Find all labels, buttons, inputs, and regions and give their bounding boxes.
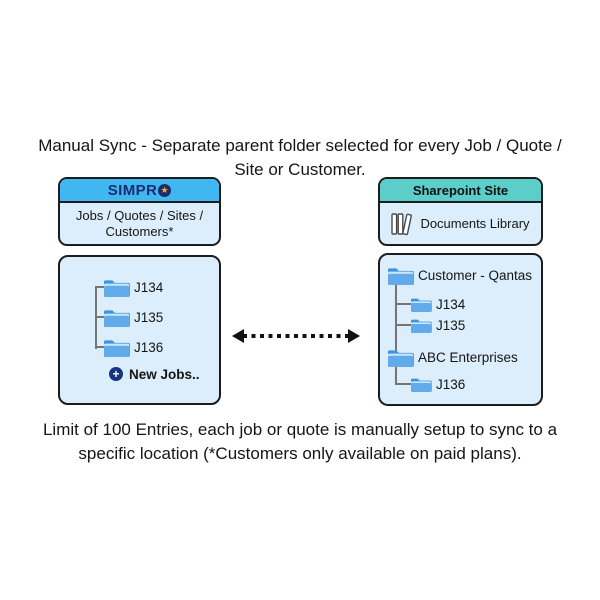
library-books-icon — [391, 212, 413, 235]
folder-label: J136 — [436, 376, 466, 392]
folder-label: Customer - Qantas — [418, 267, 533, 283]
sharepoint-header: Sharepoint Site — [380, 179, 541, 203]
sync-arrow-icon — [231, 327, 361, 350]
new-jobs-item: + New Jobs.. — [109, 364, 200, 384]
simpro-subtitle-line-2: Customers* — [105, 223, 174, 239]
job-folder-row: J136 — [410, 375, 465, 393]
tree-connector-line — [395, 303, 412, 305]
folder-label: J135 — [436, 317, 466, 333]
simpro-jobs-panel: J134 J135 J136 + New Jobs.. — [58, 255, 221, 405]
sharepoint-tree-panel: Customer - Qantas J134 J135 — [378, 253, 543, 406]
tree-connector-line — [95, 346, 107, 348]
tree-connector-line — [395, 324, 412, 326]
folder-icon — [388, 350, 414, 367]
simpro-header: SIMPR ★ — [60, 179, 219, 203]
job-folder-row: J134 — [103, 277, 163, 297]
folder-icon — [104, 340, 130, 357]
tree-connector-line — [95, 287, 97, 349]
sharepoint-header-box: Sharepoint Site Documents Library — [378, 177, 543, 246]
job-folder-row: J135 — [103, 307, 163, 327]
folder-icon — [104, 310, 130, 327]
diagram-title: Manual Sync - Separate parent folder sel… — [0, 134, 600, 182]
tree-connector-line — [395, 383, 412, 385]
title-line-1: Manual Sync - Separate parent folder sel… — [38, 136, 562, 155]
plus-icon: + — [109, 367, 123, 381]
footer-line-1: Limit of 100 Entries, each job or quote … — [42, 420, 558, 439]
folder-icon — [411, 319, 432, 333]
footer-line-2: specific location (*Customers only avail… — [78, 444, 522, 463]
job-folder-row: J135 — [410, 316, 465, 334]
customer-folder-row: ABC Enterprises — [387, 347, 518, 367]
simpro-logo: SIMPR ★ — [108, 182, 172, 199]
new-jobs-label: New Jobs.. — [129, 366, 200, 382]
customer-folder-row: Customer - Qantas — [387, 265, 532, 285]
job-folder-row: J136 — [103, 337, 163, 357]
folder-icon — [411, 378, 432, 392]
folder-icon — [104, 280, 130, 297]
folder-icon — [388, 268, 414, 285]
tree-connector-line — [395, 285, 397, 385]
tree-connector-line — [95, 316, 107, 318]
documents-library-area: Documents Library — [380, 203, 541, 244]
folder-label: J135 — [134, 309, 164, 325]
folder-label: ABC Enterprises — [418, 349, 518, 365]
tree-connector-line — [95, 286, 107, 288]
job-folder-row: J134 — [410, 295, 465, 313]
simpro-header-box: SIMPR ★ Jobs / Quotes / Sites / Customer… — [58, 177, 221, 246]
simpro-star-icon: ★ — [158, 183, 172, 197]
folder-label: J134 — [436, 296, 466, 312]
footer-note: Limit of 100 Entries, each job or quote … — [0, 418, 600, 466]
documents-library-label: Documents Library — [420, 216, 530, 231]
simpro-logo-text: SIMPR — [107, 181, 158, 199]
simpro-subtitle-area: Jobs / Quotes / Sites / Customers* — [60, 203, 219, 244]
sharepoint-header-label: Sharepoint Site — [412, 182, 509, 198]
folder-label: J134 — [134, 279, 164, 295]
folder-label: J136 — [134, 339, 164, 355]
title-line-2: Site or Customer. — [234, 160, 366, 179]
folder-icon — [411, 298, 432, 312]
simpro-subtitle-line-1: Jobs / Quotes / Sites / — [75, 207, 204, 223]
